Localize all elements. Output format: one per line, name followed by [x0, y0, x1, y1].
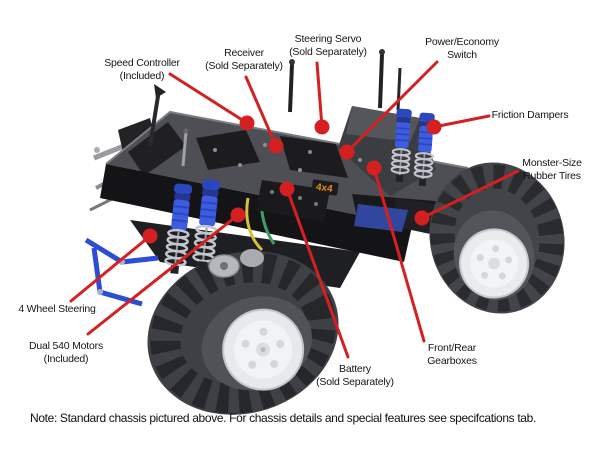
front-right-tire — [429, 162, 565, 314]
callout-label-line: Friction Dampers — [491, 109, 569, 121]
callout-label-monster-tires: Monster-Size Rubber Tires — [522, 157, 582, 183]
callout-label-line: Switch — [447, 49, 477, 61]
callout-label-line: (Sold Separately) — [205, 60, 283, 72]
callout-line-four-wheel-steering — [69, 234, 152, 303]
callout-dot-four-wheel-steering — [142, 228, 158, 244]
callout-lines — [69, 60, 520, 359]
steering-linkage — [84, 237, 159, 307]
callout-label-battery: Battery (Sold Separately) — [316, 363, 394, 389]
callout-dot-dual-540-motors — [230, 207, 246, 223]
front-right-wheel — [459, 228, 530, 299]
callout-label-power-economy: Power/Economy Switch — [425, 36, 499, 62]
callout-line-monster-tires — [420, 169, 520, 220]
callout-label-line: Battery — [339, 363, 371, 375]
callout-label-line: Rubber Tires — [523, 170, 581, 182]
sticker-text: 4x4 — [315, 182, 333, 195]
callout-label-line: Monster-Size — [522, 157, 582, 169]
callout-label-line: 4 Wheel Steering — [18, 303, 96, 315]
motors — [208, 249, 264, 278]
callout-dot-steering-servo — [314, 119, 330, 135]
front-left-shocks — [164, 179, 221, 274]
callout-line-steering-servo — [315, 61, 324, 129]
callout-label-line: (Included) — [119, 70, 165, 82]
callout-line-friction-dampers — [432, 114, 491, 129]
callout-label-line: Dual 540 Motors — [28, 340, 104, 352]
callout-line-power-economy — [345, 60, 439, 154]
callout-label-speed-controller: Speed Controller (Included) — [104, 57, 180, 83]
callout-label-dual-540-motors: Dual 540 Motors (Included) — [29, 340, 103, 366]
callout-label-line: Front/Rear — [427, 342, 477, 354]
callout-dot-speed-controller — [239, 115, 255, 131]
callout-dot-power-economy — [339, 144, 355, 160]
note-text: Note: Standard chassis pictured above. F… — [30, 411, 536, 425]
callout-label-line: (Sold Separately) — [316, 376, 394, 388]
callout-label-line: (Included) — [43, 353, 89, 365]
callout-label-four-wheel-steering: 4 Wheel Steering — [18, 303, 96, 316]
center-gearbox — [256, 180, 330, 222]
callout-line-gearboxes — [372, 166, 426, 343]
body-posts — [148, 49, 402, 167]
callout-label-gearboxes: Front/Rear Gearboxes — [427, 342, 477, 368]
callout-label-line: Power/Economy — [425, 36, 499, 48]
callout-label-receiver: Receiver (Sold Separately) — [205, 47, 283, 73]
callout-line-dual-540-motors — [86, 213, 240, 336]
callout-label-line: (Sold Separately) — [289, 46, 367, 58]
callout-label-line: Steering Servo — [294, 33, 362, 45]
callout-line-battery — [285, 187, 350, 359]
callout-label-friction-dampers: Friction Dampers — [492, 109, 569, 122]
callout-dot-monster-tires — [414, 210, 430, 226]
callout-line-speed-controller — [168, 72, 249, 125]
callout-label-line: Gearboxes — [427, 355, 477, 367]
callout-label-line: Receiver — [224, 47, 264, 59]
callout-dots — [142, 115, 442, 244]
callout-dot-friction-dampers — [426, 119, 442, 135]
callout-line-receiver — [244, 75, 278, 148]
callout-dot-battery — [279, 181, 295, 197]
callout-dot-receiver — [268, 138, 284, 154]
callout-label-steering-servo: Steering Servo (Sold Separately) — [289, 33, 367, 59]
front-left-wheel — [222, 308, 305, 391]
4x4-sticker: 4x4 — [311, 179, 339, 196]
callout-dot-gearboxes — [366, 160, 382, 176]
callout-label-line: Speed Controller — [104, 57, 180, 69]
